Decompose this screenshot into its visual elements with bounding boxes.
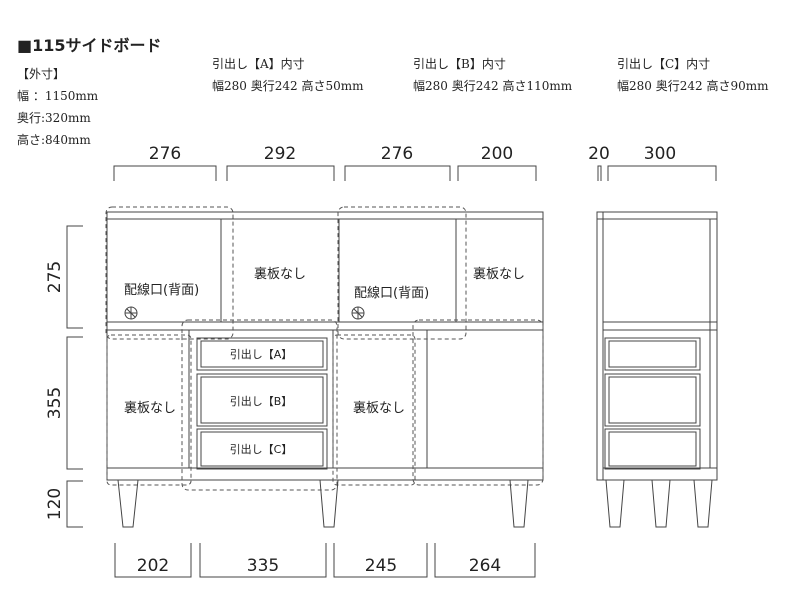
leg-side-1: [605, 479, 625, 528]
outer-width: 幅 ：1150mm: [17, 89, 99, 103]
dim-top-2: 292: [264, 144, 296, 164]
no-back-label-4: 裏板なし: [353, 401, 405, 416]
top-board: [106, 211, 544, 220]
drawer-a-front: [196, 337, 328, 371]
dim-side-top-2: 300: [644, 144, 676, 164]
dim-bracket-bottom-4: [434, 543, 536, 578]
cable-port-label-2: 配線口(背面): [354, 285, 429, 301]
drawer-frame-outline: [181, 319, 338, 491]
side-outline: [596, 211, 718, 481]
door-outline-2: [337, 206, 467, 340]
cable-port-icon: [351, 306, 365, 320]
side-back-panel: [596, 211, 604, 481]
dim-left-2: 355: [45, 387, 65, 419]
outer-depth: 奥行:320mm: [17, 111, 91, 125]
leg-side-2: [651, 479, 671, 528]
dim-bracket-left-1: [66, 225, 83, 329]
dim-bracket-bottom-3: [333, 543, 428, 578]
side-drawer-b: [604, 373, 701, 427]
dim-bracket-left-2: [66, 336, 83, 470]
dim-bottom-2: 335: [247, 556, 279, 576]
drawer-c-label: 引出し【C】: [230, 442, 293, 456]
leg-front-1: [117, 479, 139, 528]
side-drawer-a: [604, 337, 701, 371]
page-title: ■115サイドボード: [17, 36, 162, 55]
dim-bracket-left-3: [66, 480, 83, 528]
drawer-a-spec-size: 幅280 奥行242 高さ50mm: [212, 79, 364, 93]
drawer-b-front: [196, 373, 328, 427]
dim-side-top-1: 20: [588, 144, 610, 164]
drawer-a-spec-label: 引出し【A】内寸: [212, 57, 305, 71]
drawer-b-label: 引出し【B】: [230, 394, 293, 408]
no-back-label-2: 裏板なし: [473, 267, 525, 282]
outer-heading: 【外寸】: [17, 67, 66, 81]
leg-side-3: [693, 479, 713, 528]
dim-top-4: 200: [481, 144, 513, 164]
dim-left-1: 275: [45, 261, 65, 293]
drawer-b-spec-size: 幅280 奥行242 高さ110mm: [413, 79, 573, 93]
dim-bottom-1: 202: [137, 556, 169, 576]
door-outline-4: [106, 334, 192, 486]
no-back-label-3: 裏板なし: [124, 401, 176, 416]
drawer-c-spec-label: 引出し【C】内寸: [617, 57, 711, 71]
leg-front-2: [319, 479, 339, 528]
drawer-c-inner: [200, 431, 324, 467]
dim-bracket-bottom-1: [114, 543, 192, 578]
cable-port-icon: [124, 306, 138, 320]
side-drawer-c: [604, 428, 701, 470]
door-outline-1: [105, 206, 234, 340]
drawer-c-front: [196, 428, 328, 470]
cable-port-label-1: 配線口(背面): [124, 282, 199, 298]
dim-bracket-top-4: [457, 165, 537, 181]
drawer-a-inner: [200, 340, 324, 368]
dim-bracket-top-3: [344, 165, 451, 181]
dim-bracket-bottom-2: [199, 543, 327, 578]
leg-front-3: [509, 479, 529, 528]
dim-bottom-3: 245: [365, 556, 397, 576]
dim-left-3: 120: [45, 488, 65, 520]
dim-bracket-side-top-2: [607, 165, 717, 181]
dim-bracket-side-top-1: [597, 165, 602, 181]
drawer-b-inner: [200, 376, 324, 424]
dim-bottom-4: 264: [469, 556, 501, 576]
dim-bracket-top-2: [226, 165, 335, 181]
door-outline-3: [412, 319, 544, 486]
cabinet-outline: [106, 211, 544, 481]
door-outline-5: [332, 334, 416, 486]
dim-bracket-top-1: [113, 165, 217, 181]
drawer-a-label: 引出し【A】: [230, 347, 293, 361]
outer-height: 高さ:840mm: [17, 133, 91, 147]
drawer-b-spec-label: 引出し【B】内寸: [413, 57, 506, 71]
no-back-label-1: 裏板なし: [254, 267, 306, 282]
dim-top-1: 276: [149, 144, 181, 164]
bottom-board: [106, 467, 544, 481]
drawer-c-spec-size: 幅280 奥行242 高さ90mm: [617, 79, 769, 93]
dim-top-3: 276: [381, 144, 413, 164]
